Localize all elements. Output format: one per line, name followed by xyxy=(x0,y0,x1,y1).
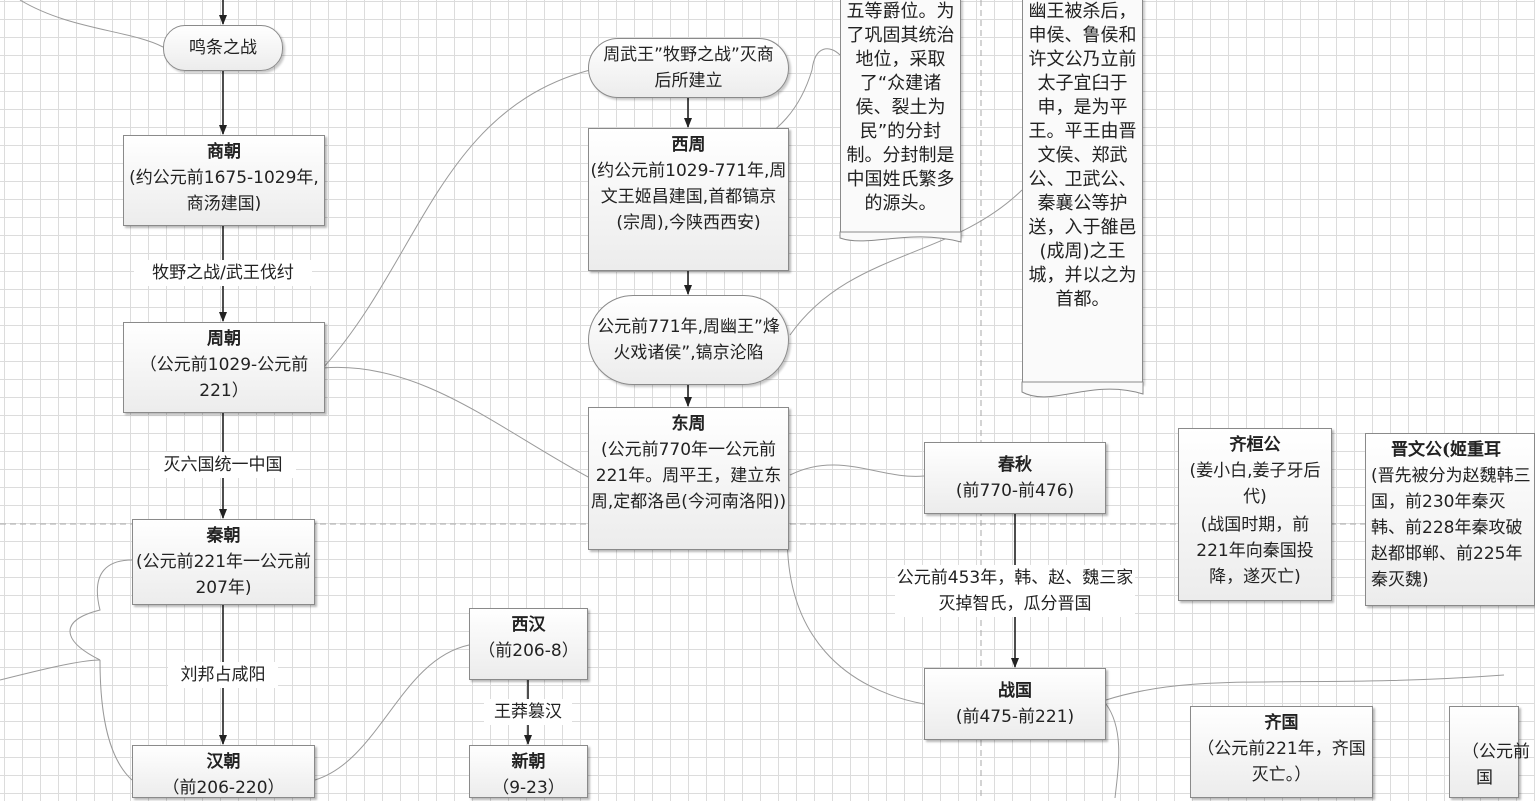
battle-mingtiao: 鸣条之战 xyxy=(163,25,283,71)
node-qihuan-desc2: (战国时期，前221年向秦国投降，遂灭亡) xyxy=(1196,515,1314,587)
edge-label-wangmang-text: 王莽篡汉 xyxy=(494,702,562,722)
node-shang-title: 商朝 xyxy=(207,142,241,162)
note-fenfeng-text: 五等爵位。为了巩固其统治地位，采取了“众建诸侯、裂土为民”的分封制。分封制是中国… xyxy=(846,1,955,214)
node-qin: 秦朝 (公元前221年一公元前207年) xyxy=(132,519,315,605)
node-zhou-title: 周朝 xyxy=(207,329,241,349)
edge-label-liubang-text: 刘邦占咸阳 xyxy=(180,665,266,685)
node-zhanguo-desc: (前475-前221) xyxy=(955,707,1075,727)
note-pingwang-text: 幽王被杀后，申侯、鲁侯和许文公乃立前太子宜臼于申，是为平王。平王由晋文侯、郑武公… xyxy=(1028,1,1137,310)
node-chunqiu-title: 春秋 xyxy=(998,455,1032,475)
battle-mingtiao-label: 鸣条之战 xyxy=(189,38,257,58)
node-han-title: 汉朝 xyxy=(206,752,241,772)
node-xizhou-title: 西周 xyxy=(671,135,706,155)
edge-label-mie-liu: 灭六国统一中国 xyxy=(150,452,296,478)
node-xin: 新朝 （9-23） xyxy=(469,745,588,798)
edge-label-fenjin-text: 公元前453年，韩、赵、魏三家灭掉智氏，瓜分晋国 xyxy=(896,568,1134,614)
node-qin-title: 秦朝 xyxy=(206,526,241,546)
node-jinwen: 晋文公(姬重耳 (晋先被分为赵魏韩三国，前230年秦灭韩、前228年秦攻破赵都邯… xyxy=(1365,433,1535,606)
edge-label-fenjin: 公元前453年，韩、赵、魏三家灭掉智氏，瓜分晋国 xyxy=(895,565,1135,617)
node-xizhou-desc: (约公元前1029-771年,周文王姬昌建国,首都镐京(宗周),今陕西西安) xyxy=(590,161,787,233)
node-qihuan-desc: (姜小白,姜子牙后代) xyxy=(1189,461,1321,507)
node-zhanguo: 战国 (前475-前221) xyxy=(924,668,1106,740)
node-zhou-origin: 周武王”牧野之战”灭商后所建立 xyxy=(588,38,789,98)
node-qiguo: 齐国 （公元前221年，齐国灭亡。） xyxy=(1190,706,1373,798)
node-jinwen-title: 晋文公(姬重耳 xyxy=(1391,440,1502,460)
node-fenghuo-text: 公元前771年,周幽王”烽火戏诸侯”,镐京沦陷 xyxy=(597,317,780,363)
node-qihuan: 齐桓公 (姜小白,姜子牙后代) (战国时期，前221年向秦国投降，遂灭亡) xyxy=(1178,428,1332,601)
node-han: 汉朝 （前206-220） xyxy=(132,745,315,798)
note-pingwang-wave xyxy=(1021,381,1144,398)
edge-label-wangmang: 王莽篡汉 xyxy=(484,699,572,725)
node-qiguo-title: 齐国 xyxy=(1264,713,1299,733)
node-han-desc: （前206-220） xyxy=(162,778,285,798)
node-chunqiu-desc: (前770-前476) xyxy=(955,481,1075,501)
node-qiguo-desc: （公元前221年，齐国灭亡。） xyxy=(1197,739,1366,785)
note-pingwang: 幽王被杀后，申侯、鲁侯和许文公乃立前太子宜臼于申，是为平王。平王由晋文侯、郑武公… xyxy=(1022,0,1143,386)
node-qihuan-title: 齐桓公 xyxy=(1229,435,1281,455)
edge-label-liubang: 刘邦占咸阳 xyxy=(168,662,278,688)
node-qin-desc: (公元前221年一公元前207年) xyxy=(135,552,312,598)
node-right-cut-text: （公元前 xyxy=(1462,742,1530,762)
node-jinwen-desc: (晋先被分为赵魏韩三国，前230年秦灭韩、前228年秦攻破赵都邯郸、前225年秦… xyxy=(1371,466,1531,590)
node-shang-desc: (约公元前1675-1029年,商汤建国) xyxy=(129,168,319,214)
node-xihan-title: 西汉 xyxy=(511,615,546,635)
node-zhou: 周朝 （公元前1029-公元前221） xyxy=(123,322,325,413)
note-fenfeng-wave xyxy=(839,231,962,243)
node-fenghuo: 公元前771年,周幽王”烽火戏诸侯”,镐京沦陷 xyxy=(588,295,789,385)
edge-label-mie-liu-text: 灭六国统一中国 xyxy=(163,455,283,475)
node-xin-title: 新朝 xyxy=(511,752,546,772)
note-fenfeng: 五等爵位。为了巩固其统治地位，采取了“众建诸侯、裂土为民”的分封制。分封制是中国… xyxy=(840,0,961,238)
node-dongzhou-desc: (公元前770年一公元前221年。周平王，建立东周,定都洛邑(今河南洛阳)) xyxy=(590,440,787,512)
node-right-cut-text2: 国 xyxy=(1476,768,1493,788)
node-shang: 商朝 (约公元前1675-1029年,商汤建国) xyxy=(123,135,325,226)
node-right-cut: （公元前 国 xyxy=(1449,706,1530,798)
node-xizhou: 西周 (约公元前1029-771年,周文王姬昌建国,首都镐京(宗周),今陕西西安… xyxy=(588,128,789,271)
node-zhanguo-title: 战国 xyxy=(998,681,1032,701)
node-chunqiu: 春秋 (前770-前476) xyxy=(924,442,1106,514)
node-dongzhou-title: 东周 xyxy=(671,414,706,434)
node-xin-desc: （9-23） xyxy=(492,778,565,798)
node-xihan: 西汉 （前206-8） xyxy=(469,608,588,680)
node-zhou-origin-text: 周武王”牧野之战”灭商后所建立 xyxy=(603,45,774,91)
node-zhou-desc: （公元前1029-公元前221） xyxy=(139,355,309,401)
edge-label-muye-text: 牧野之战/武王伐纣 xyxy=(152,263,294,283)
edge-label-muye: 牧野之战/武王伐纣 xyxy=(134,260,312,286)
node-dongzhou: 东周 (公元前770年一公元前221年。周平王，建立东周,定都洛邑(今河南洛阳)… xyxy=(588,407,789,550)
node-xihan-desc: （前206-8） xyxy=(478,641,579,661)
